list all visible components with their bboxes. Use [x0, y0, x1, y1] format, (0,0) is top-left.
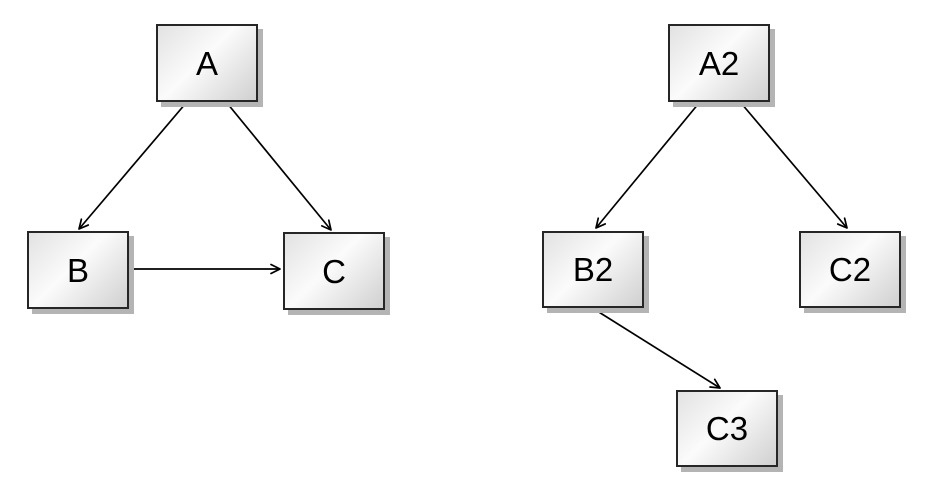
- node-C[interactable]: C: [283, 232, 385, 310]
- edge-B2-C3[interactable]: [593, 308, 721, 389]
- node-A2[interactable]: A2: [668, 24, 770, 102]
- edge-A2-B2[interactable]: [595, 102, 700, 229]
- node-A[interactable]: A: [156, 24, 258, 102]
- node-B[interactable]: B: [27, 231, 129, 309]
- edge-A-C[interactable]: [226, 102, 332, 231]
- node-label-A2: A2: [698, 44, 740, 82]
- node-label-B: B: [66, 251, 89, 289]
- edge-A2-C2[interactable]: [740, 102, 848, 229]
- node-label-C: C: [322, 252, 346, 290]
- node-B2[interactable]: B2: [542, 231, 644, 308]
- node-label-C3: C3: [705, 410, 749, 447]
- edge-A-B[interactable]: [78, 102, 187, 230]
- node-label-A: A: [195, 44, 218, 82]
- node-label-C2: C2: [828, 251, 872, 288]
- node-C2[interactable]: C2: [799, 231, 901, 308]
- node-label-B2: B2: [572, 251, 614, 288]
- node-C3[interactable]: C3: [676, 390, 778, 467]
